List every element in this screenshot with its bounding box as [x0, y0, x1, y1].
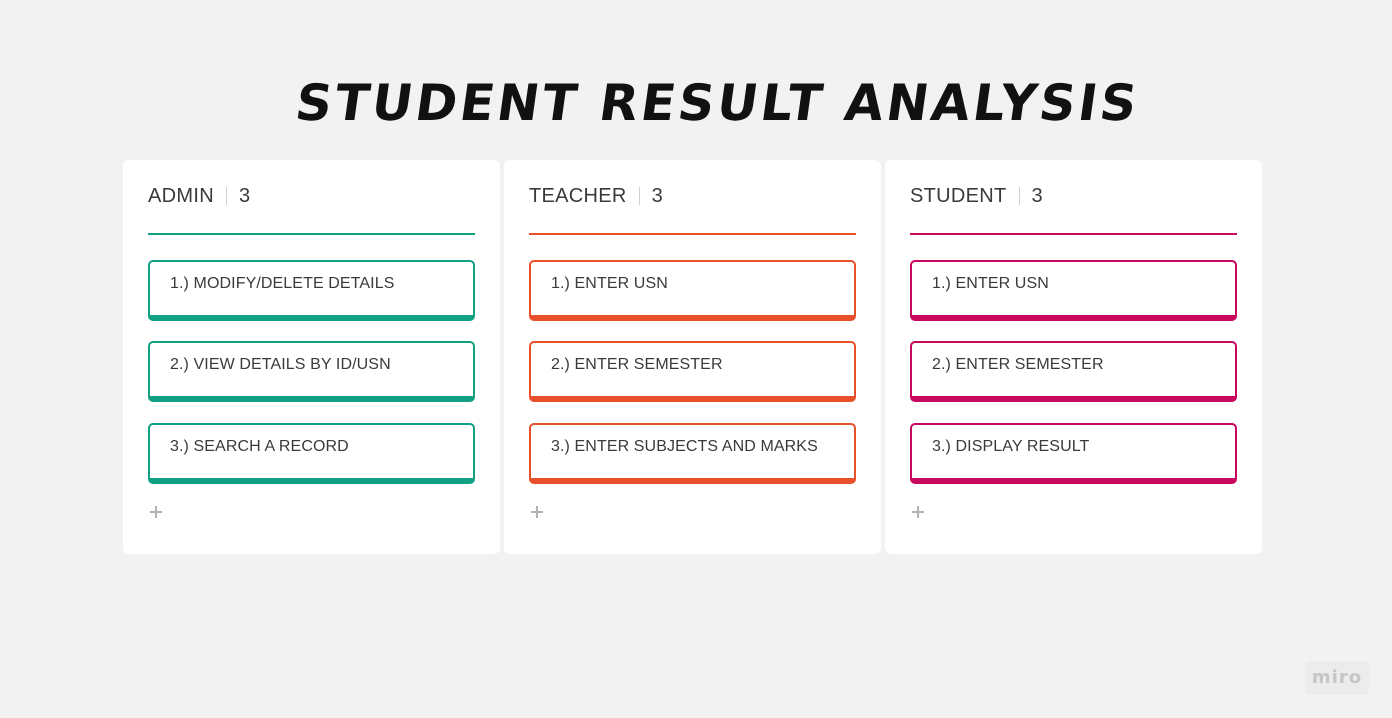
column-rule — [529, 233, 856, 235]
column-teacher: TEACHER 3 1.) ENTER USN 2.) ENTER SEMEST… — [504, 160, 881, 554]
column-title: ADMIN — [148, 184, 214, 207]
column-count: 3 — [238, 184, 251, 207]
column-student: STUDENT 3 1.) ENTER USN 2.) ENTER SEMEST… — [885, 160, 1262, 554]
card-search-record[interactable]: 3.) SEARCH A RECORD — [148, 423, 475, 484]
column-admin: ADMIN 3 1.) MODIFY/DELETE DETAILS 2.) VI… — [123, 160, 500, 554]
column-rule — [148, 233, 475, 235]
column-count: 3 — [651, 184, 664, 207]
header-divider — [638, 187, 640, 205]
card-enter-usn[interactable]: 1.) ENTER USN — [910, 260, 1237, 321]
column-header: TEACHER 3 — [529, 184, 856, 208]
board-title: STUDENT RESULT ANALYSIS — [291, 74, 1144, 132]
miro-logo: miro — [1305, 661, 1369, 695]
column-header: ADMIN 3 — [148, 184, 475, 208]
card-enter-semester[interactable]: 2.) ENTER SEMESTER — [529, 341, 856, 402]
plus-icon[interactable] — [910, 504, 926, 520]
column-title: STUDENT — [910, 184, 1007, 207]
card-view-details-by-id[interactable]: 2.) VIEW DETAILS BY ID/USN — [148, 341, 475, 402]
header-divider — [1018, 187, 1020, 205]
plus-icon[interactable] — [148, 504, 164, 520]
column-count: 3 — [1031, 184, 1043, 207]
card-enter-usn[interactable]: 1.) ENTER USN — [529, 260, 856, 321]
column-title: TEACHER — [529, 184, 627, 207]
column-rule — [910, 233, 1237, 235]
column-header: STUDENT 3 — [910, 184, 1237, 208]
plus-icon[interactable] — [529, 504, 545, 520]
card-modify-delete-details[interactable]: 1.) MODIFY/DELETE DETAILS — [148, 260, 475, 321]
card-enter-subjects-and-marks[interactable]: 3.) ENTER SUBJECTS AND MARKS — [529, 423, 856, 484]
card-enter-semester[interactable]: 2.) ENTER SEMESTER — [910, 341, 1237, 402]
header-divider — [225, 187, 227, 205]
card-display-result[interactable]: 3.) DISPLAY RESULT — [910, 423, 1237, 484]
